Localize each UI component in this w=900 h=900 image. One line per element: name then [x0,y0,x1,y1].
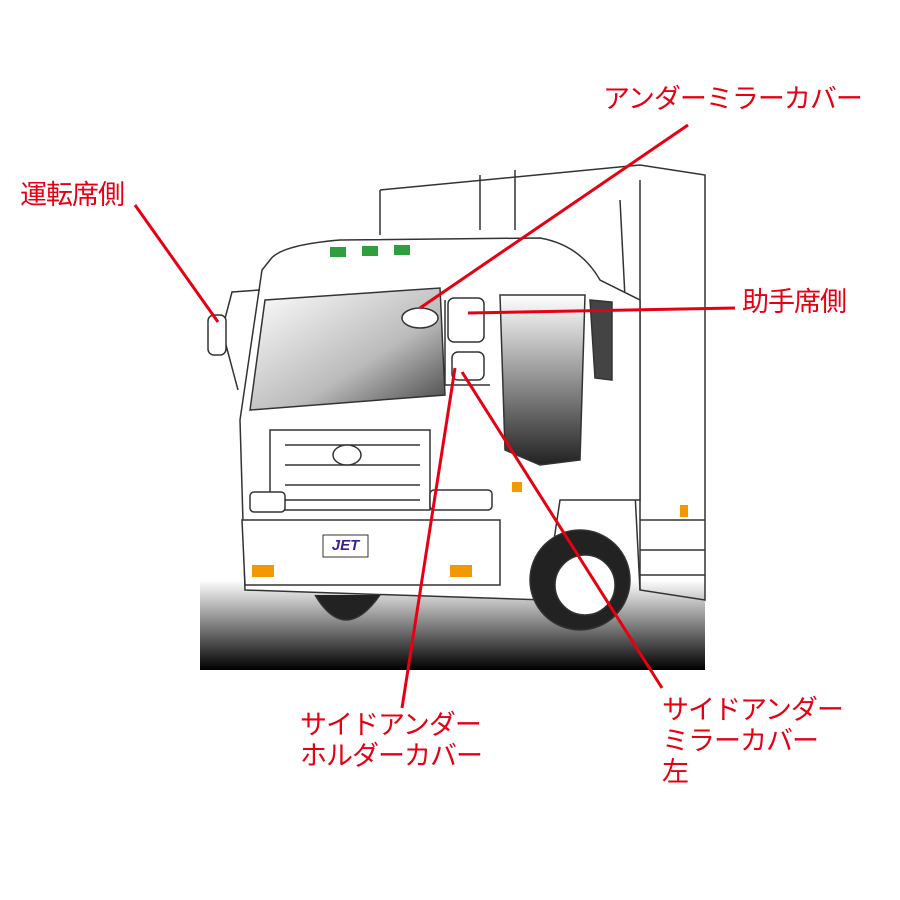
driver-side-mirror [207,314,227,356]
windshield [249,287,446,411]
headlight-right [429,489,493,511]
label-line: 左 [662,757,689,788]
grille [269,429,431,511]
label-line: ミラーカバー [662,726,819,757]
label-side-under-mirror-cover-left: サイドアンダー ミラーカバー 左 [662,695,844,788]
headlight-left [249,491,286,513]
jet-logo-text: JET [331,537,360,554]
marker-lamp [330,247,346,257]
leader-line-under-mirror-cover [419,123,689,310]
marker-lamp [362,246,378,256]
marker-lamp [394,245,410,255]
label-driver-side: 運転席側 [20,180,125,211]
jet-logo [322,534,369,558]
bumper [241,519,501,586]
leader-line-side-under-holder-cover [400,367,457,709]
label-line: ホルダーカバー [300,741,483,772]
label-line: サイドアンダー [662,695,844,726]
leader-line-passenger-side [467,306,736,315]
label-side-under-holder-cover: サイドアンダー ホルダーカバー [300,710,483,772]
leader-line-driver-side [133,204,220,323]
leader-line-side-under-mirror-cover-left [460,371,664,689]
label-line: サイドアンダー [300,710,482,741]
side-under-mirror [451,351,485,381]
label-passenger-side: 助手席側 [742,287,847,318]
label-under-mirror-cover: アンダーミラーカバー [603,84,863,115]
cargo-body [379,164,706,601]
front-wheel-left [314,594,381,621]
under-mirror [401,307,439,329]
passenger-side-mirror [447,297,485,343]
door-window [499,294,586,466]
